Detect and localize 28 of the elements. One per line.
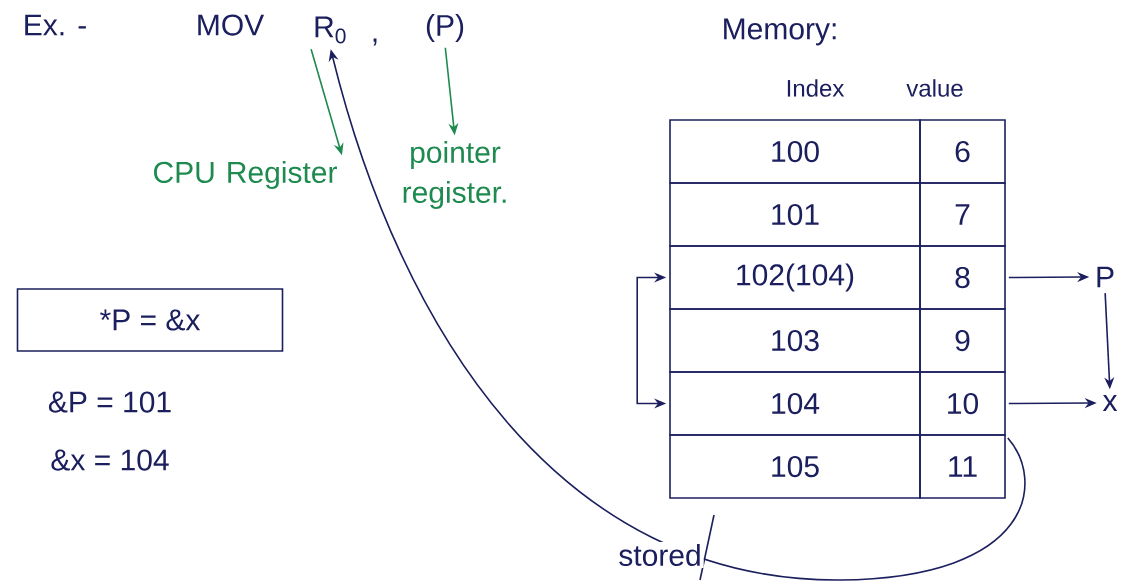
word: R$_{0}$ bbox=[315, 16, 346, 44]
note-text: , bbox=[368, 36, 382, 48]
register-note: CPU Register bbox=[154, 161, 337, 189]
memory-cell: 103 bbox=[669, 308, 921, 373]
memory-cell: 11 bbox=[919, 434, 1006, 499]
register-note: pointer register. bbox=[403, 141, 506, 209]
memory-cell: 102(104) bbox=[669, 245, 921, 310]
memory-cell: 8 bbox=[919, 245, 1006, 310]
note-text: &P = 101 bbox=[45, 389, 175, 415]
word: x bbox=[1102, 395, 1118, 411]
word: (P) bbox=[426, 14, 464, 42]
word: P bbox=[1097, 266, 1114, 288]
memory-cell: 9 bbox=[919, 308, 1006, 373]
memory-cell: 101 bbox=[669, 182, 921, 247]
formula-box: *P = &x bbox=[16, 288, 284, 352]
note-text: stored bbox=[616, 542, 704, 568]
note-text: &x = 104 bbox=[48, 447, 172, 473]
note-text: Ex. - bbox=[20, 12, 90, 38]
note-text: Index bbox=[783, 77, 847, 99]
memory-cell: 7 bbox=[919, 182, 1006, 247]
memory-cell: 10 bbox=[919, 371, 1006, 436]
note-text: value bbox=[904, 77, 966, 99]
memory-cell: 105 bbox=[669, 434, 921, 499]
note-text: MOV bbox=[193, 12, 267, 38]
note-text: Memory: bbox=[719, 16, 841, 48]
memory-cell: 6 bbox=[919, 119, 1006, 184]
memory-cell: 100 bbox=[669, 119, 921, 184]
memory-cell: 104 bbox=[669, 371, 921, 436]
